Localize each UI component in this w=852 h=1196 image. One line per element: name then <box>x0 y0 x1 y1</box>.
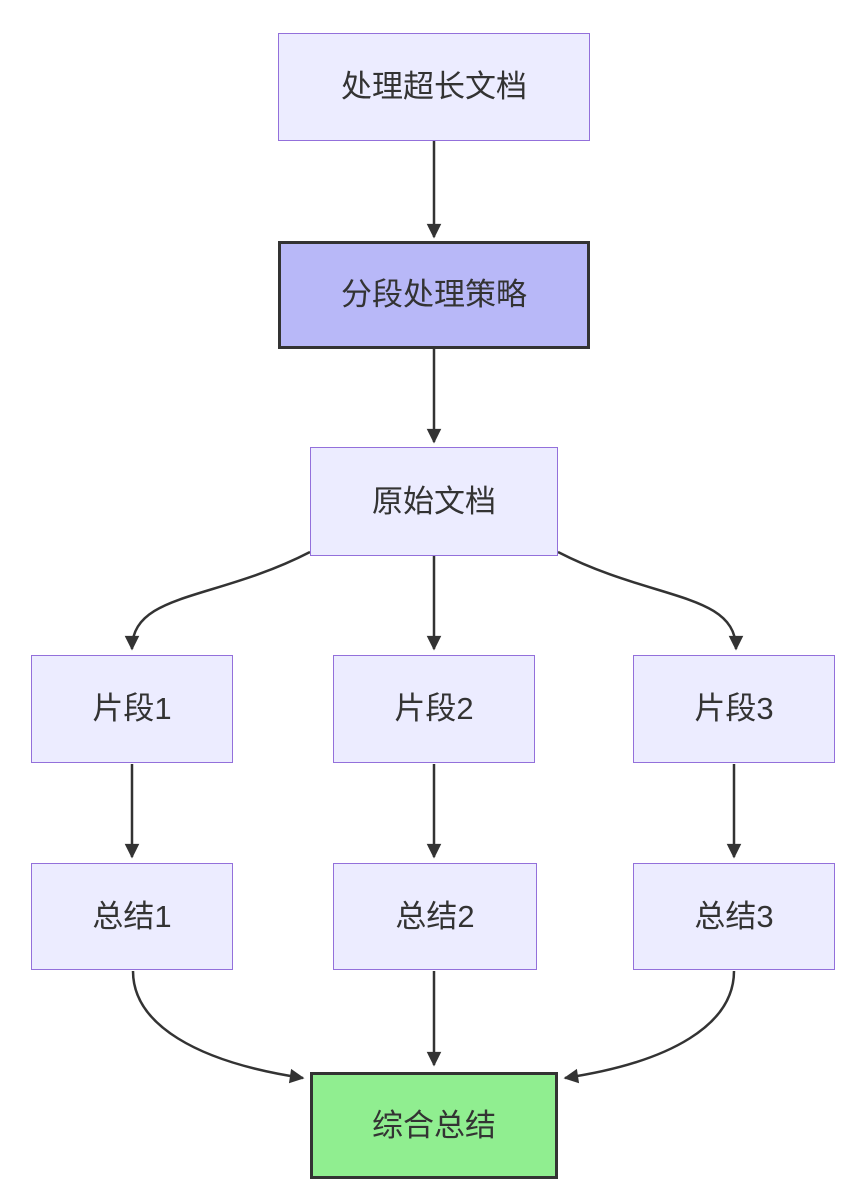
node-strategy: 分段处理策略 <box>278 241 590 349</box>
edge-summary3-to-final <box>563 970 736 1084</box>
node-chunk1: 片段1 <box>31 655 233 763</box>
node-summary1: 总结1 <box>31 863 233 970</box>
node-chunk3-label: 片段3 <box>694 691 774 727</box>
node-summary2: 总结2 <box>333 863 537 970</box>
node-summary2-label: 总结2 <box>395 898 475 934</box>
node-chunk2-label: 片段2 <box>394 691 474 727</box>
node-summary3-label: 总结3 <box>694 898 774 934</box>
edge-doc-to-chunk1 <box>124 550 311 651</box>
node-chunk2: 片段2 <box>333 655 535 763</box>
node-chunk3: 片段3 <box>633 655 835 763</box>
node-summary1-label: 总结1 <box>92 898 172 934</box>
node-strategy-label: 分段处理策略 <box>341 277 527 313</box>
edge-doc-to-chunk3 <box>557 550 744 651</box>
node-task: 处理超长文档 <box>278 33 590 141</box>
node-doc-label: 原始文档 <box>372 483 496 519</box>
edge-summary1-to-final <box>131 970 305 1084</box>
node-task-label: 处理超长文档 <box>341 69 527 105</box>
node-final: 综合总结 <box>310 1072 558 1179</box>
node-doc: 原始文档 <box>310 447 558 556</box>
node-final-label: 综合总结 <box>372 1107 496 1143</box>
node-summary3: 总结3 <box>633 863 835 970</box>
node-chunk1-label: 片段1 <box>92 691 172 727</box>
